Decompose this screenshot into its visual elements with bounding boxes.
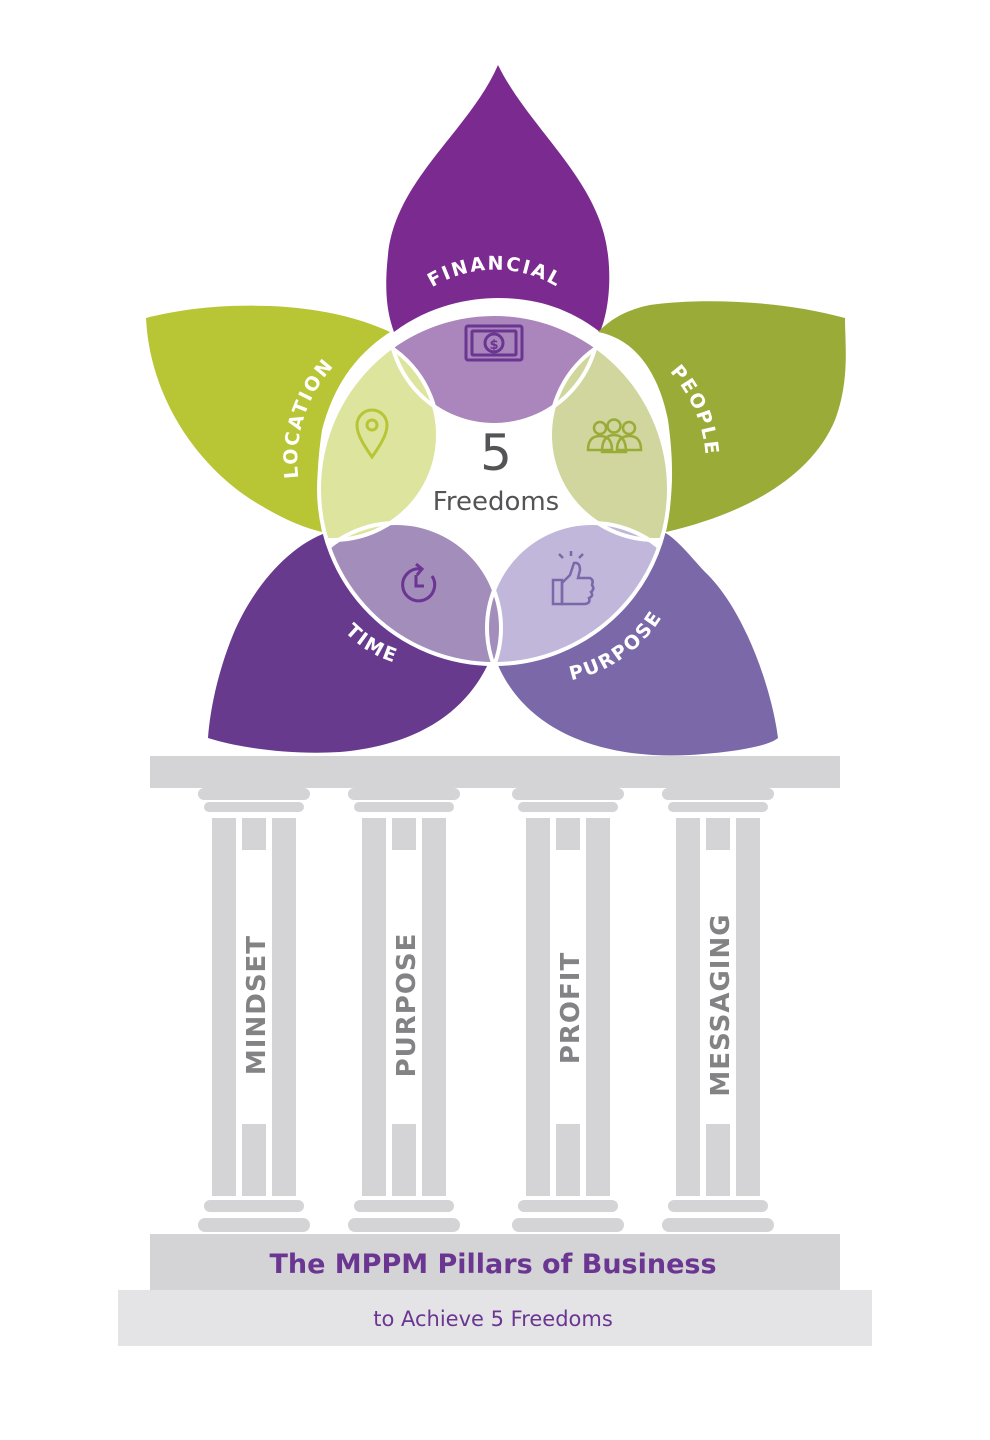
- base-title: The MPPM Pillars of Business: [269, 1249, 716, 1280]
- svg-text:$: $: [489, 338, 498, 353]
- base-subtitle: to Achieve 5 Freedoms: [373, 1307, 613, 1331]
- pillar-label-messaging: MESSAGING: [706, 913, 736, 1096]
- temple: MINDSET PURPOSE PROFIT: [118, 756, 872, 1346]
- pillar-2: PURPOSE: [348, 788, 460, 1232]
- pillar-label-purpose: PURPOSE: [392, 933, 422, 1078]
- pillar-label-profit: PROFIT: [556, 952, 586, 1064]
- pillar-4: MESSAGING: [662, 788, 774, 1232]
- pillar-3: PROFIT: [512, 788, 624, 1232]
- flower: 5 Freedoms $: [146, 65, 846, 756]
- pillar-1: MINDSET: [198, 788, 310, 1232]
- petal-financial: [386, 65, 609, 332]
- entablature: [150, 756, 840, 788]
- pillar-label-mindset: MINDSET: [242, 935, 272, 1075]
- center-number: 5: [480, 424, 512, 482]
- center-word: Freedoms: [433, 487, 559, 517]
